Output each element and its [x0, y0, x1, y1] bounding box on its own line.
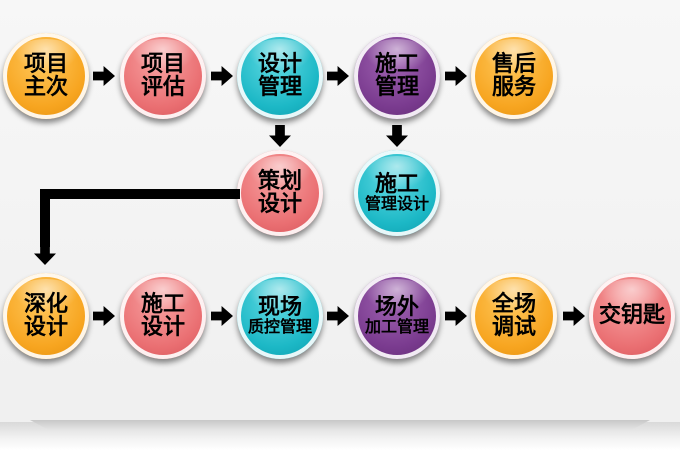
arrow-right-icon	[327, 66, 349, 86]
node-label-line1: 场外	[374, 295, 419, 321]
node-label-line1: 现场	[257, 295, 302, 321]
node-label-line2: 调试	[491, 315, 536, 340]
node-label-line2: 主次	[23, 75, 68, 100]
node-label-line2: 质控管理	[247, 317, 312, 337]
node-label-line1: 交钥匙	[598, 303, 665, 329]
node-turnkey-handover: 交钥匙	[589, 273, 675, 359]
node-construction-management: 施工 管理	[354, 33, 440, 119]
floor-edge	[30, 420, 650, 430]
node-label-line2: 服务	[491, 75, 536, 100]
node-label-line2: 加工管理	[364, 317, 429, 337]
node-label-line2: 管理	[257, 75, 302, 100]
node-construction-management-design: 施工 管理设计	[354, 150, 440, 236]
node-label-line1: 全场	[491, 291, 536, 317]
node-label-line2: 管理设计	[364, 194, 429, 214]
node-project-evaluation: 项目 评估	[120, 33, 206, 119]
arrow-down-icon	[34, 243, 56, 265]
node-label-line2: 设计	[23, 315, 68, 340]
node-detailed-design: 深化 设计	[3, 273, 89, 359]
arrow-right-icon	[563, 306, 585, 326]
arrow-right-icon	[327, 306, 349, 326]
node-offsite-processing: 场外 加工管理	[354, 273, 440, 359]
node-label-line2: 评估	[140, 75, 185, 100]
node-label-line1: 施工	[140, 291, 185, 317]
node-label-line1: 施工	[374, 51, 419, 77]
arrow-right-icon	[211, 306, 233, 326]
node-label-line1: 深化	[23, 291, 68, 317]
arrow-right-icon	[211, 66, 233, 86]
connector-vertical	[40, 189, 50, 247]
node-project-priority: 项目 主次	[3, 33, 89, 119]
node-full-commissioning: 全场 调试	[471, 273, 557, 359]
arrow-right-icon	[445, 66, 467, 86]
node-label-line1: 策划	[257, 168, 302, 194]
connector-horizontal	[40, 189, 240, 199]
arrow-right-icon	[445, 306, 467, 326]
arrow-right-icon	[93, 306, 115, 326]
node-label-line2: 设计	[140, 315, 185, 340]
node-label-line1: 项目	[140, 51, 185, 77]
node-label-line1: 项目	[23, 51, 68, 77]
arrow-down-icon	[386, 125, 408, 147]
node-label-line1: 设计	[257, 51, 302, 77]
node-onsite-quality-control: 现场 质控管理	[237, 273, 323, 359]
node-after-sales-service: 售后 服务	[471, 33, 557, 119]
node-label-line1: 施工	[374, 172, 419, 198]
node-label-line2: 管理	[374, 75, 419, 100]
node-construction-design: 施工 设计	[120, 273, 206, 359]
node-planning-design: 策划 设计	[237, 150, 323, 236]
node-label-line2: 设计	[257, 192, 302, 217]
arrow-right-icon	[93, 66, 115, 86]
node-design-management: 设计 管理	[237, 33, 323, 119]
node-label-line1: 售后	[491, 51, 536, 77]
arrow-down-icon	[269, 125, 291, 147]
